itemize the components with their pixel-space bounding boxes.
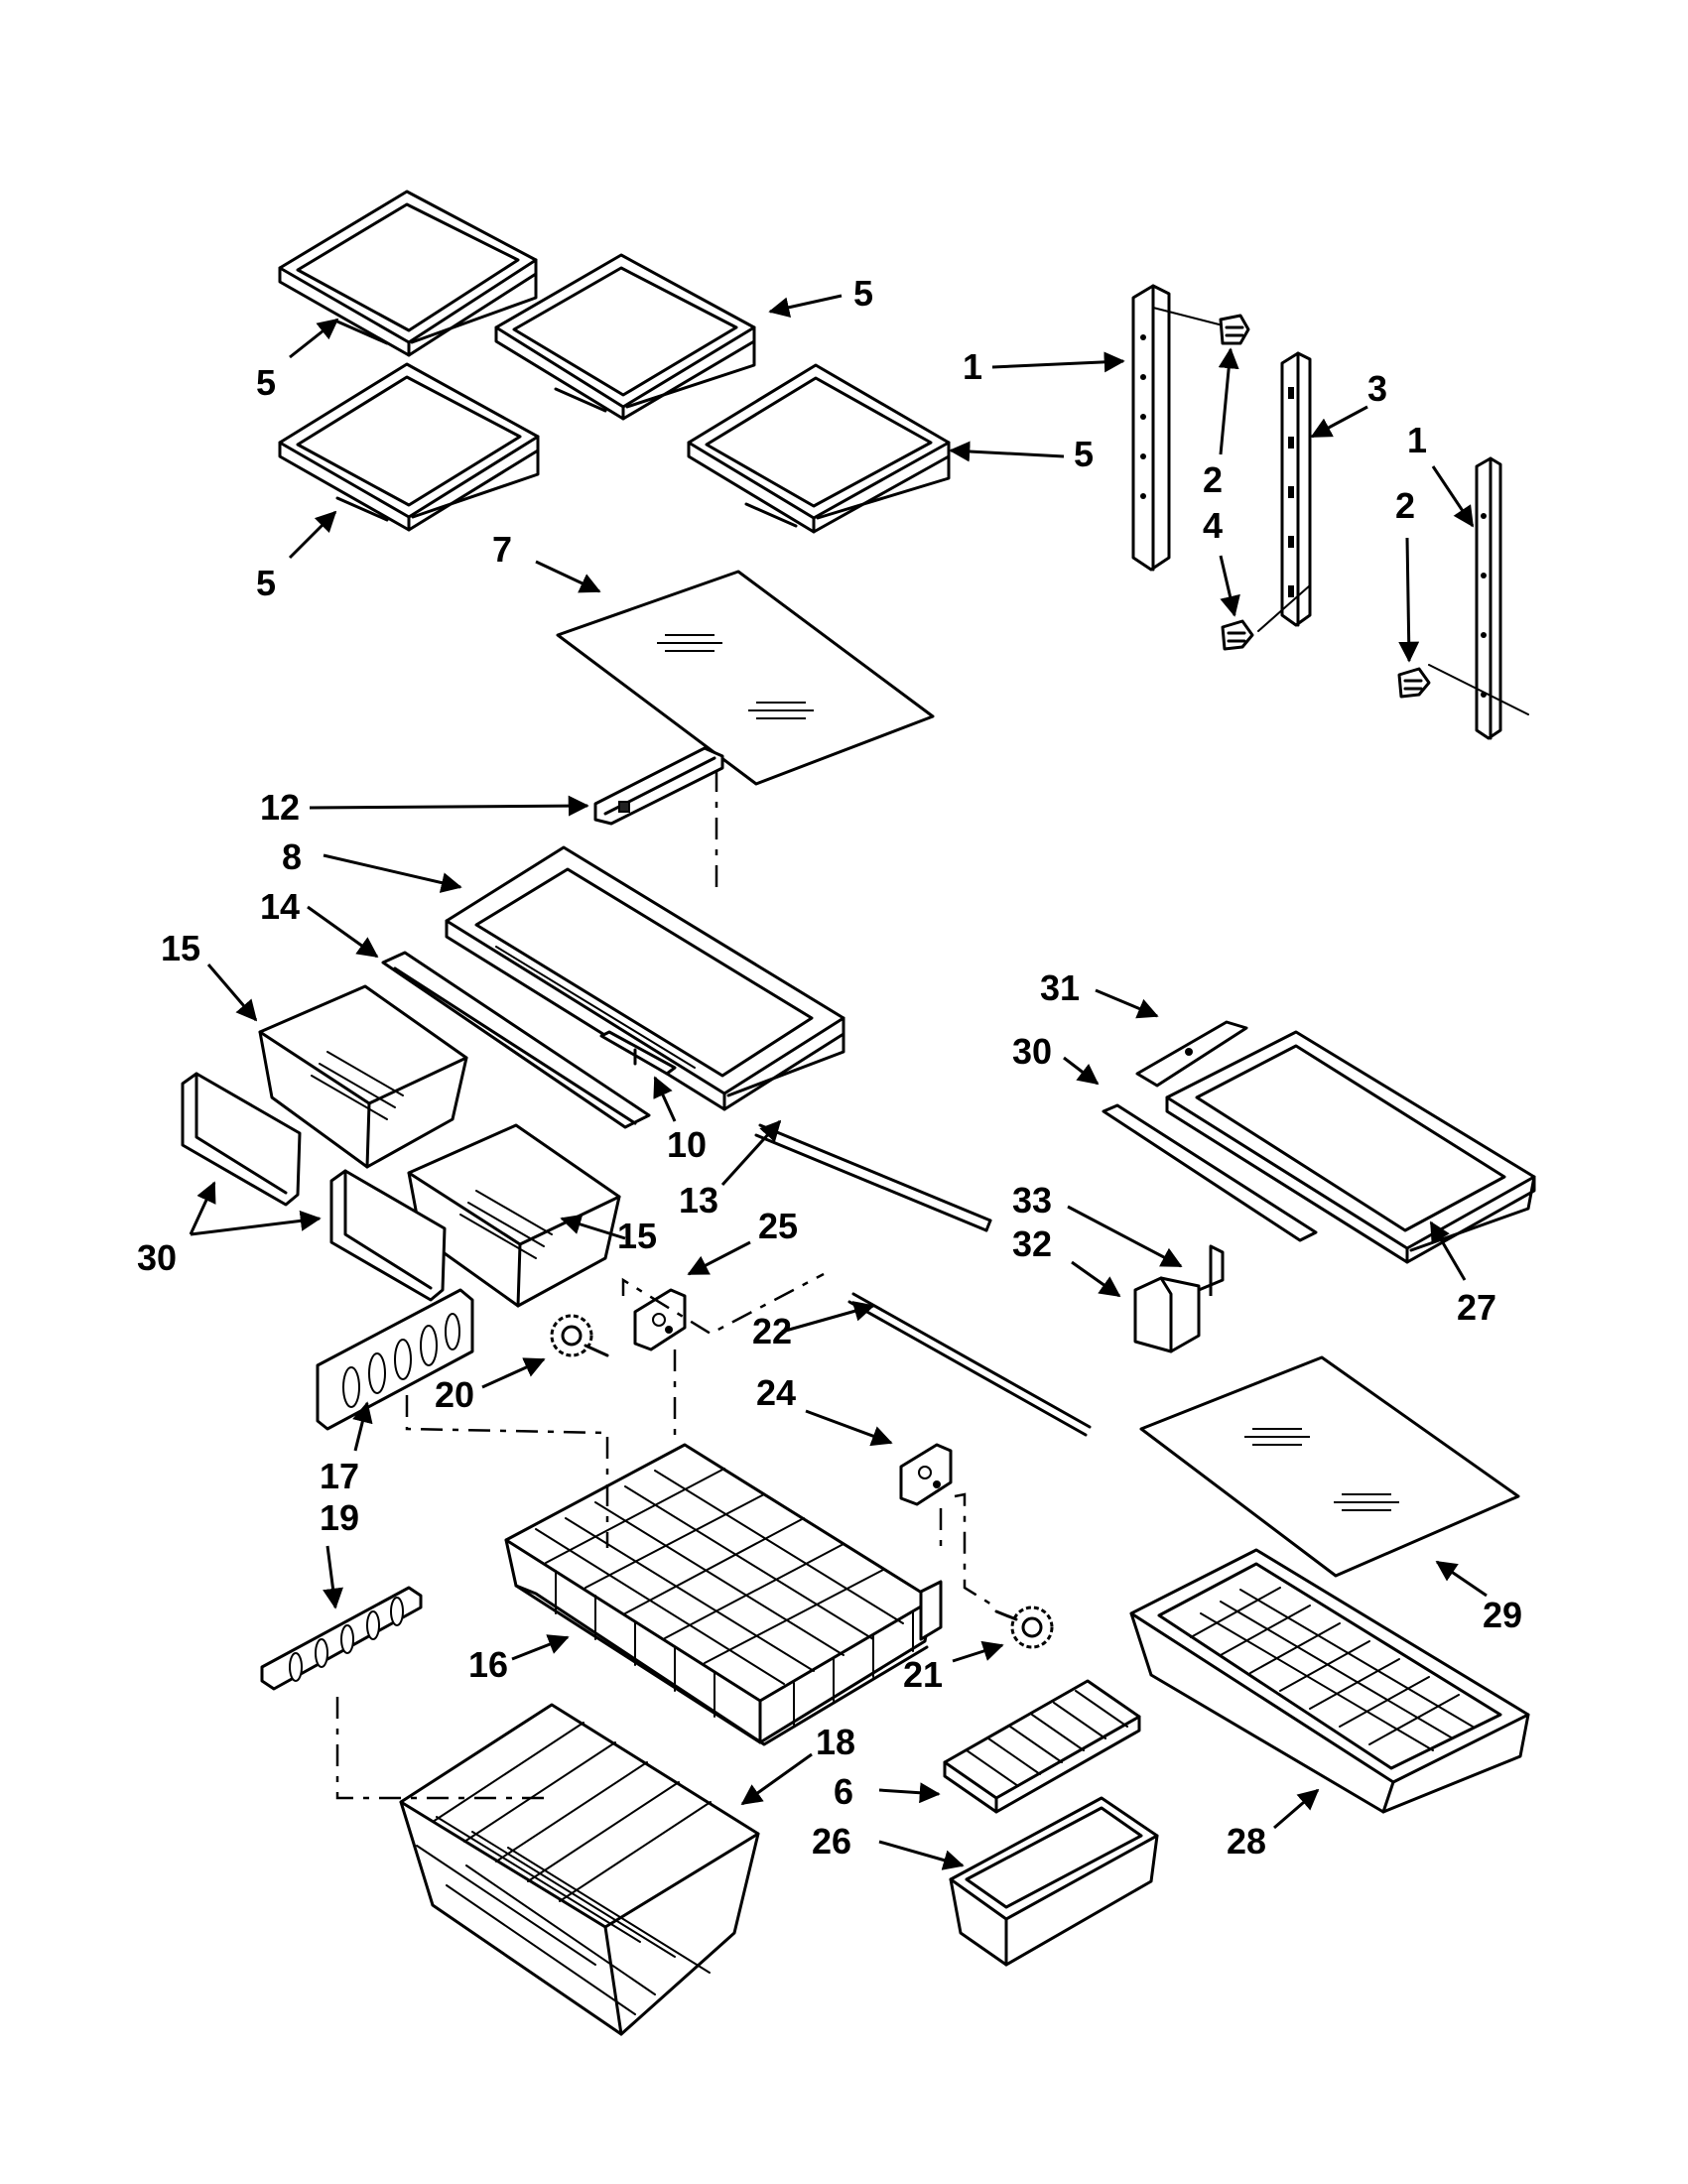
callout-5: 5	[256, 362, 276, 403]
rail-center	[1280, 351, 1312, 627]
callout-2: 2	[1395, 485, 1415, 526]
callout-20: 20	[435, 1374, 474, 1415]
callout-5: 5	[256, 563, 276, 603]
callout-5: 5	[853, 273, 873, 314]
gear-mount-25	[633, 1288, 687, 1351]
callout-30: 30	[137, 1237, 177, 1278]
rail-right	[1475, 456, 1502, 740]
callout-33: 33	[1012, 1180, 1052, 1220]
drawer-handle-left-b	[329, 1169, 447, 1302]
screw-upper	[1219, 314, 1250, 345]
gear-20	[550, 1314, 609, 1357]
cover-bar-14	[381, 951, 651, 1129]
slide-track-12	[593, 746, 724, 826]
callout-17: 17	[320, 1456, 359, 1496]
divider-19	[260, 1586, 423, 1691]
callout-8: 8	[282, 836, 302, 877]
callout-32: 32	[1012, 1223, 1052, 1264]
gear-mount-24	[899, 1443, 953, 1506]
drawer-handle-left-a	[181, 1072, 302, 1207]
callout-4: 4	[1203, 505, 1223, 546]
callout-31: 31	[1040, 967, 1080, 1008]
screw-middle	[1221, 619, 1254, 651]
wire-basket-lower	[399, 1703, 760, 2036]
callout-1: 1	[1407, 420, 1427, 460]
clip-31	[1135, 1020, 1248, 1088]
leader-lines	[189, 294, 1488, 1870]
callout-6: 6	[834, 1771, 853, 1812]
ice-tray	[943, 1679, 1141, 1814]
crisper-cover-frame	[445, 845, 845, 1111]
callout-12: 12	[260, 787, 300, 828]
callout-15: 15	[161, 928, 200, 968]
callout-14: 14	[260, 886, 300, 927]
rod-13	[754, 1123, 992, 1232]
bracket-32-33	[1133, 1244, 1225, 1353]
rail-left	[1131, 284, 1171, 572]
drawer-pan-right	[1165, 1030, 1536, 1264]
callout-21: 21	[903, 1654, 943, 1695]
callout-13: 13	[679, 1180, 718, 1220]
crisper-bin-left	[258, 984, 468, 1169]
callout-3: 3	[1367, 368, 1387, 409]
clip-10	[599, 1030, 677, 1076]
callout-24: 24	[756, 1372, 796, 1413]
callout-18: 18	[816, 1722, 855, 1762]
callout-16: 16	[468, 1644, 508, 1685]
wire-basket-upper	[504, 1443, 943, 1746]
screw-right	[1397, 667, 1431, 699]
glass-shelf-lower	[1139, 1355, 1520, 1578]
callout-1: 1	[963, 346, 982, 387]
callout-15: 15	[617, 1216, 657, 1256]
callout-29: 29	[1483, 1595, 1522, 1635]
divider-17	[316, 1288, 474, 1431]
callout-30: 30	[1012, 1031, 1052, 1072]
callout-25: 25	[758, 1206, 798, 1246]
callout-10: 10	[667, 1124, 707, 1165]
shelf-top-left	[278, 190, 538, 357]
callout-19: 19	[320, 1497, 359, 1538]
shelf-bottom-right	[687, 363, 951, 534]
freezer-drawer-pan	[1129, 1548, 1530, 1814]
callout-labels: 5 5 5 5 1 2 4 3 1 2 7 12 8 14 15 10 13 1…	[137, 273, 1522, 1862]
callout-22: 22	[752, 1311, 792, 1351]
shelf-top-right	[494, 253, 756, 421]
shelf-bottom-left	[278, 362, 540, 532]
drawer-trim-30	[1102, 1103, 1318, 1242]
callout-28: 28	[1227, 1821, 1266, 1862]
callout-2: 2	[1203, 459, 1223, 500]
callout-26: 26	[812, 1821, 851, 1862]
callout-7: 7	[492, 529, 512, 570]
gear-21	[994, 1606, 1054, 1649]
storage-bin	[949, 1796, 1159, 1967]
glass-shelf-upper	[556, 570, 935, 786]
rod-22	[847, 1292, 1092, 1437]
callout-5: 5	[1074, 434, 1094, 474]
callout-27: 27	[1457, 1287, 1496, 1328]
